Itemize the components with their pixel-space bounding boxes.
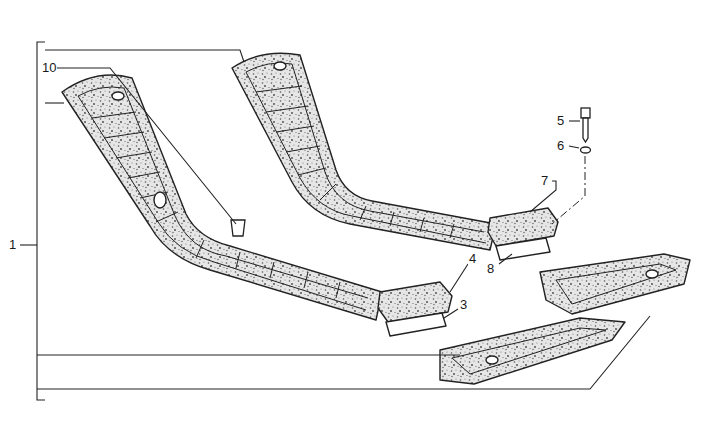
callout-number: 7 [540, 174, 549, 188]
left-mat [62, 75, 382, 320]
callout-number: 6 [556, 139, 565, 153]
callout-number: 5 [556, 114, 565, 128]
bolt [581, 108, 590, 118]
callout-number: 4 [468, 252, 477, 266]
callout-number: 8 [486, 262, 495, 276]
block [488, 208, 558, 246]
callout-number: 1 [8, 238, 17, 252]
callout-number: 3 [459, 298, 468, 312]
front-pad [440, 318, 625, 384]
callout-number: 10 [41, 61, 57, 75]
washer [581, 147, 591, 153]
front-pad [540, 254, 690, 314]
right-mat [232, 53, 496, 250]
clip [231, 220, 245, 236]
